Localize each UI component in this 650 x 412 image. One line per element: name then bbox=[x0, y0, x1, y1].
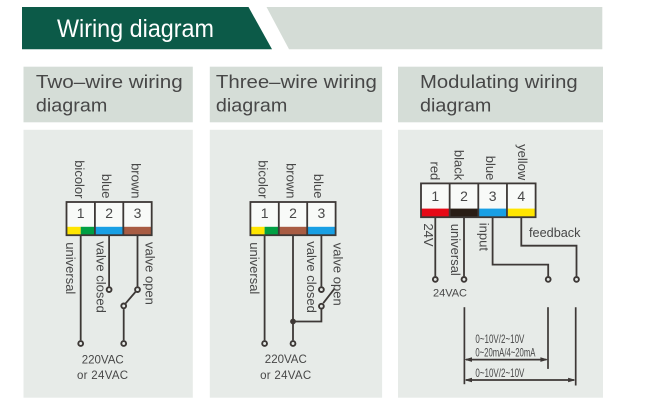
svg-text:4: 4 bbox=[517, 188, 525, 204]
svg-text:universal: universal bbox=[448, 224, 463, 276]
svg-text:valve closed: valve closed bbox=[304, 241, 319, 313]
svg-text:valve open: valve open bbox=[143, 242, 158, 305]
svg-text:Modulating wiring: Modulating wiring bbox=[420, 72, 578, 92]
svg-text:1: 1 bbox=[77, 205, 85, 221]
svg-text:feedback: feedback bbox=[529, 226, 581, 240]
svg-text:brown: brown bbox=[128, 163, 143, 198]
svg-text:valve closed: valve closed bbox=[93, 241, 108, 313]
svg-text:24V: 24V bbox=[421, 223, 436, 246]
svg-text:0~20mA/4~20mA: 0~20mA/4~20mA bbox=[475, 345, 535, 359]
svg-text:diagram: diagram bbox=[420, 95, 491, 115]
svg-text:2: 2 bbox=[460, 188, 468, 204]
svg-text:or 24VAC: or 24VAC bbox=[77, 370, 128, 382]
svg-text:universal: universal bbox=[63, 242, 78, 294]
svg-text:diagram: diagram bbox=[36, 95, 107, 115]
svg-text:0~10V/2~10V: 0~10V/2~10V bbox=[475, 366, 524, 380]
svg-text:bicolor: bicolor bbox=[72, 160, 87, 199]
svg-text:220VAC: 220VAC bbox=[82, 355, 124, 367]
svg-text:blue: blue bbox=[311, 174, 326, 199]
svg-text:diagram: diagram bbox=[216, 95, 287, 115]
svg-text:black: black bbox=[451, 150, 466, 181]
svg-text:blue: blue bbox=[99, 174, 114, 199]
svg-text:Wiring diagram: Wiring diagram bbox=[57, 15, 214, 43]
svg-text:1: 1 bbox=[431, 188, 439, 204]
svg-text:3: 3 bbox=[134, 205, 142, 221]
svg-text:Two–wire wiring: Two–wire wiring bbox=[36, 72, 183, 92]
svg-text:blue: blue bbox=[483, 156, 498, 181]
svg-text:0~10V/2~10V: 0~10V/2~10V bbox=[475, 332, 524, 346]
svg-text:24VAC: 24VAC bbox=[433, 288, 467, 300]
svg-text:or 24VAC: or 24VAC bbox=[260, 370, 311, 382]
svg-text:valve open: valve open bbox=[331, 243, 346, 306]
svg-text:universal: universal bbox=[247, 242, 262, 294]
svg-text:2: 2 bbox=[105, 205, 113, 221]
svg-text:3: 3 bbox=[489, 188, 497, 204]
svg-text:220VAC: 220VAC bbox=[265, 354, 307, 366]
svg-text:3: 3 bbox=[318, 205, 326, 221]
svg-text:input: input bbox=[477, 223, 492, 252]
svg-text:yellow: yellow bbox=[515, 144, 530, 181]
svg-text:brown: brown bbox=[284, 163, 299, 198]
svg-text:Three–wire wiring: Three–wire wiring bbox=[216, 72, 377, 92]
svg-text:1: 1 bbox=[261, 205, 269, 221]
svg-text:red: red bbox=[428, 162, 443, 181]
svg-text:2: 2 bbox=[289, 205, 297, 221]
svg-text:bicolor: bicolor bbox=[255, 160, 270, 199]
